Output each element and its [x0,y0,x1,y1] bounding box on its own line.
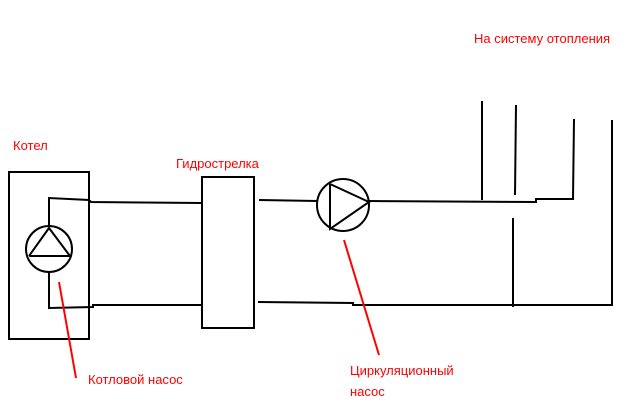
boiler-supply-pipe [48,196,203,226]
system-supply-pipe [258,199,318,202]
boiler-label: Котел [13,138,48,153]
circulation-pump-icon [316,178,372,232]
system-supply-main [368,118,575,204]
circulation-pump-label-line1: Циркуляционный [350,363,454,378]
circulation-pump-pointer [343,239,380,356]
boiler-pump-icon [25,225,73,273]
hydro-separator-box [201,176,255,329]
boiler-return-pipe [48,272,202,310]
boiler-pump-label: Котловой насос [88,372,183,387]
riser-2 [514,104,517,196]
boiler-box [8,171,90,340]
boiler-pump-pointer [58,281,77,379]
circulation-pump-label-line2: насос [350,384,385,399]
hydro-separator-label: Гидрострелка [176,156,259,171]
system-return-main [257,120,613,306]
heating-system-label: На систему отопления [474,31,611,46]
